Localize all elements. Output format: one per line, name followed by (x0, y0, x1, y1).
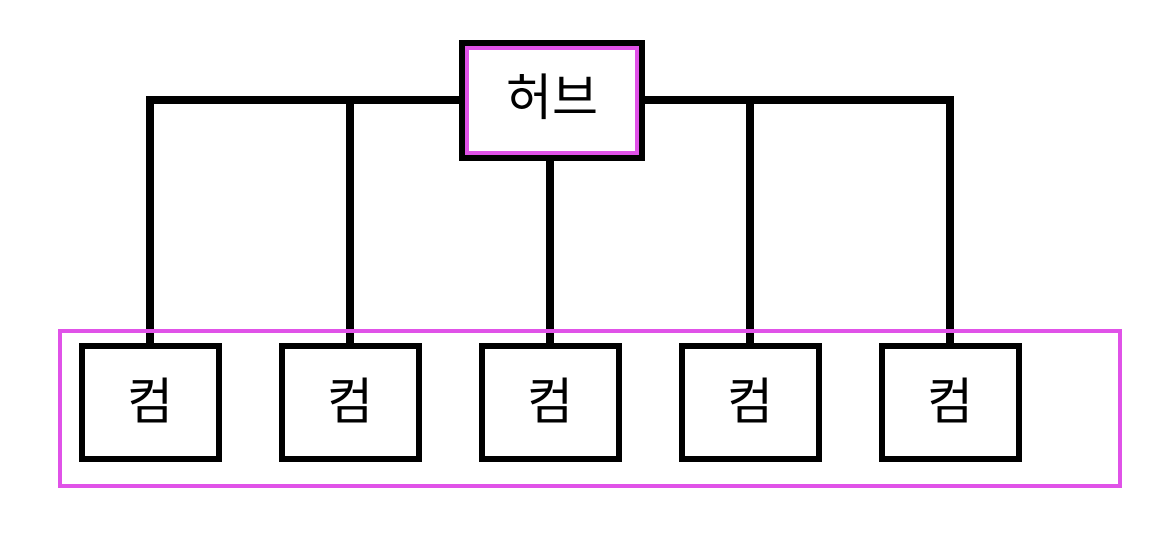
computer-node: 컴 (479, 343, 622, 462)
computer-node: 컴 (79, 343, 222, 462)
hub-label: 허브 (506, 69, 598, 127)
computer-nodes: 컴 컴 컴 컴 컴 (79, 343, 1022, 462)
computer-label: 컴 (527, 373, 573, 431)
hub-box (459, 40, 645, 161)
computer-node: 컴 (879, 343, 1022, 462)
computer-label: 컴 (927, 373, 973, 431)
computer-label: 컴 (327, 373, 373, 431)
computer-box (479, 343, 622, 462)
computer-node: 컴 (279, 343, 422, 462)
computer-box (879, 343, 1022, 462)
computers-group-frame (58, 329, 1122, 488)
computer-box (279, 343, 422, 462)
connection-lines (146, 96, 954, 350)
computer-label: 컴 (727, 373, 773, 431)
computer-label: 컴 (127, 373, 173, 431)
computer-box (679, 343, 822, 462)
computer-box (79, 343, 222, 462)
computer-node: 컴 (679, 343, 822, 462)
hub-highlight-border (465, 46, 639, 155)
hub-node: 허브 (459, 40, 645, 161)
